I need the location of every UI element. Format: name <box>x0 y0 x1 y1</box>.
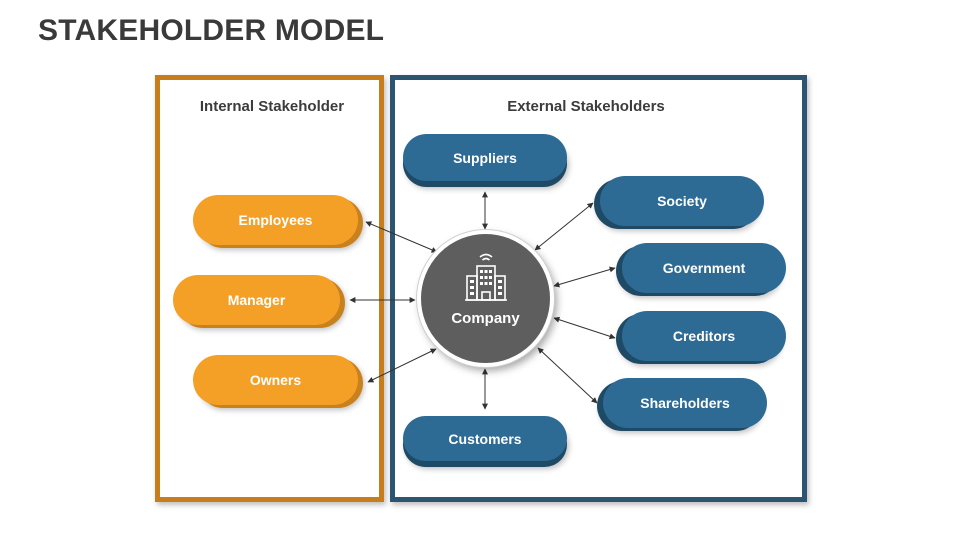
customers-label: Customers <box>448 430 522 447</box>
arrow-employees <box>365 221 438 253</box>
arrow-society <box>534 202 594 251</box>
company-label: Company <box>451 310 520 327</box>
employees-label: Employees <box>238 212 313 228</box>
office-building-icon <box>465 253 507 301</box>
arrow-creditors <box>553 316 616 340</box>
slide-title: STAKEHOLDER MODEL <box>38 14 385 47</box>
suppliers-pill: Suppliers <box>403 134 567 181</box>
manager-label: Manager <box>227 292 286 308</box>
internal-heading: Internal Stakeholder <box>199 98 345 115</box>
shareholders-label: Shareholders <box>640 395 730 411</box>
external-heading: External Stakeholders <box>507 98 665 115</box>
owners-label: Owners <box>249 372 302 388</box>
customers-pill: Customers <box>403 416 567 461</box>
manager-pill: Manager <box>173 275 340 325</box>
external-stakeholder-panel <box>390 75 807 502</box>
society-pill: Society <box>600 176 764 226</box>
government-label: Government <box>662 260 746 276</box>
creditors-label: Creditors <box>672 328 736 344</box>
company-circle: Company <box>417 230 554 367</box>
government-pill: Government <box>622 243 786 293</box>
shareholders-pill: Shareholders <box>603 378 767 428</box>
internal-stakeholder-panel <box>155 75 384 502</box>
suppliers-label: Suppliers <box>453 149 517 166</box>
arrow-owners <box>367 348 437 383</box>
society-label: Society <box>657 193 707 209</box>
creditors-pill: Creditors <box>622 311 786 361</box>
employees-pill: Employees <box>193 195 358 245</box>
owners-pill: Owners <box>193 355 358 405</box>
arrow-shareholders <box>537 347 598 404</box>
arrow-government <box>553 266 616 288</box>
